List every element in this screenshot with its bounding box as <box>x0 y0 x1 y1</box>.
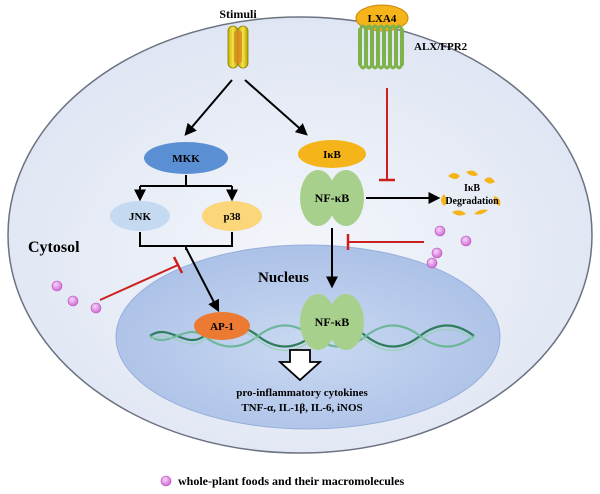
arrow-stimuli-ikb <box>244 79 308 136</box>
jnk-label: JNK <box>129 211 151 223</box>
nfkb-nucleus-node <box>300 294 364 350</box>
nucleus-label: Nucleus <box>258 270 309 286</box>
lxa4-receptor <box>355 4 409 70</box>
molecule <box>67 295 79 307</box>
ikb-degradation-fragments <box>441 170 501 216</box>
legend-molecule-icon <box>160 475 172 487</box>
ap1-node <box>194 312 250 340</box>
arrow-stimuli-mkk <box>184 79 233 136</box>
p38-node <box>202 201 262 231</box>
nfkb-cytosol-label: NF-κB <box>315 191 350 205</box>
molecule <box>51 280 63 292</box>
mkk-node <box>144 142 228 174</box>
molecule <box>431 247 443 259</box>
right-molecules <box>426 225 472 269</box>
nfkb-nucleus-label: NF-κB <box>315 315 350 329</box>
ap1-label: AP-1 <box>210 321 234 333</box>
ikb-degradation-label-2: Degradation <box>445 196 499 207</box>
transcription-arrow <box>277 349 323 382</box>
ikb-node <box>298 140 366 168</box>
mkk-branch <box>140 175 232 187</box>
molecule <box>460 235 472 247</box>
jnk-node <box>110 201 170 231</box>
ikb-degradation-label-1: IκB <box>464 183 480 194</box>
mkk-label: MKK <box>172 153 200 165</box>
molecule <box>434 225 446 237</box>
p38-label: p38 <box>223 211 241 223</box>
molecule <box>426 257 438 269</box>
cytokines-title: pro-inflammatory cytokines <box>236 387 368 399</box>
cytokines-list: TNF-α, IL-1β, IL-6, iNOS <box>241 402 362 414</box>
cytosol-label: Cytosol <box>28 239 80 256</box>
stimuli-channel <box>227 25 249 69</box>
left-inhibit-line <box>99 264 179 301</box>
molecule <box>90 302 102 314</box>
stimuli-label: Stimuli <box>219 7 257 21</box>
arrow-mapk-ap1 <box>185 247 220 313</box>
left-inhibit-bar <box>172 256 184 274</box>
nfkb-cytosol-node <box>300 170 364 226</box>
ikb-label: IκB <box>323 149 341 161</box>
legend-text: whole-plant foods and their macromolecul… <box>178 474 405 488</box>
receptor-label: ALX/FPR2 <box>414 41 468 53</box>
lxa4-label: LXA4 <box>368 13 397 25</box>
left-molecules <box>51 280 102 314</box>
